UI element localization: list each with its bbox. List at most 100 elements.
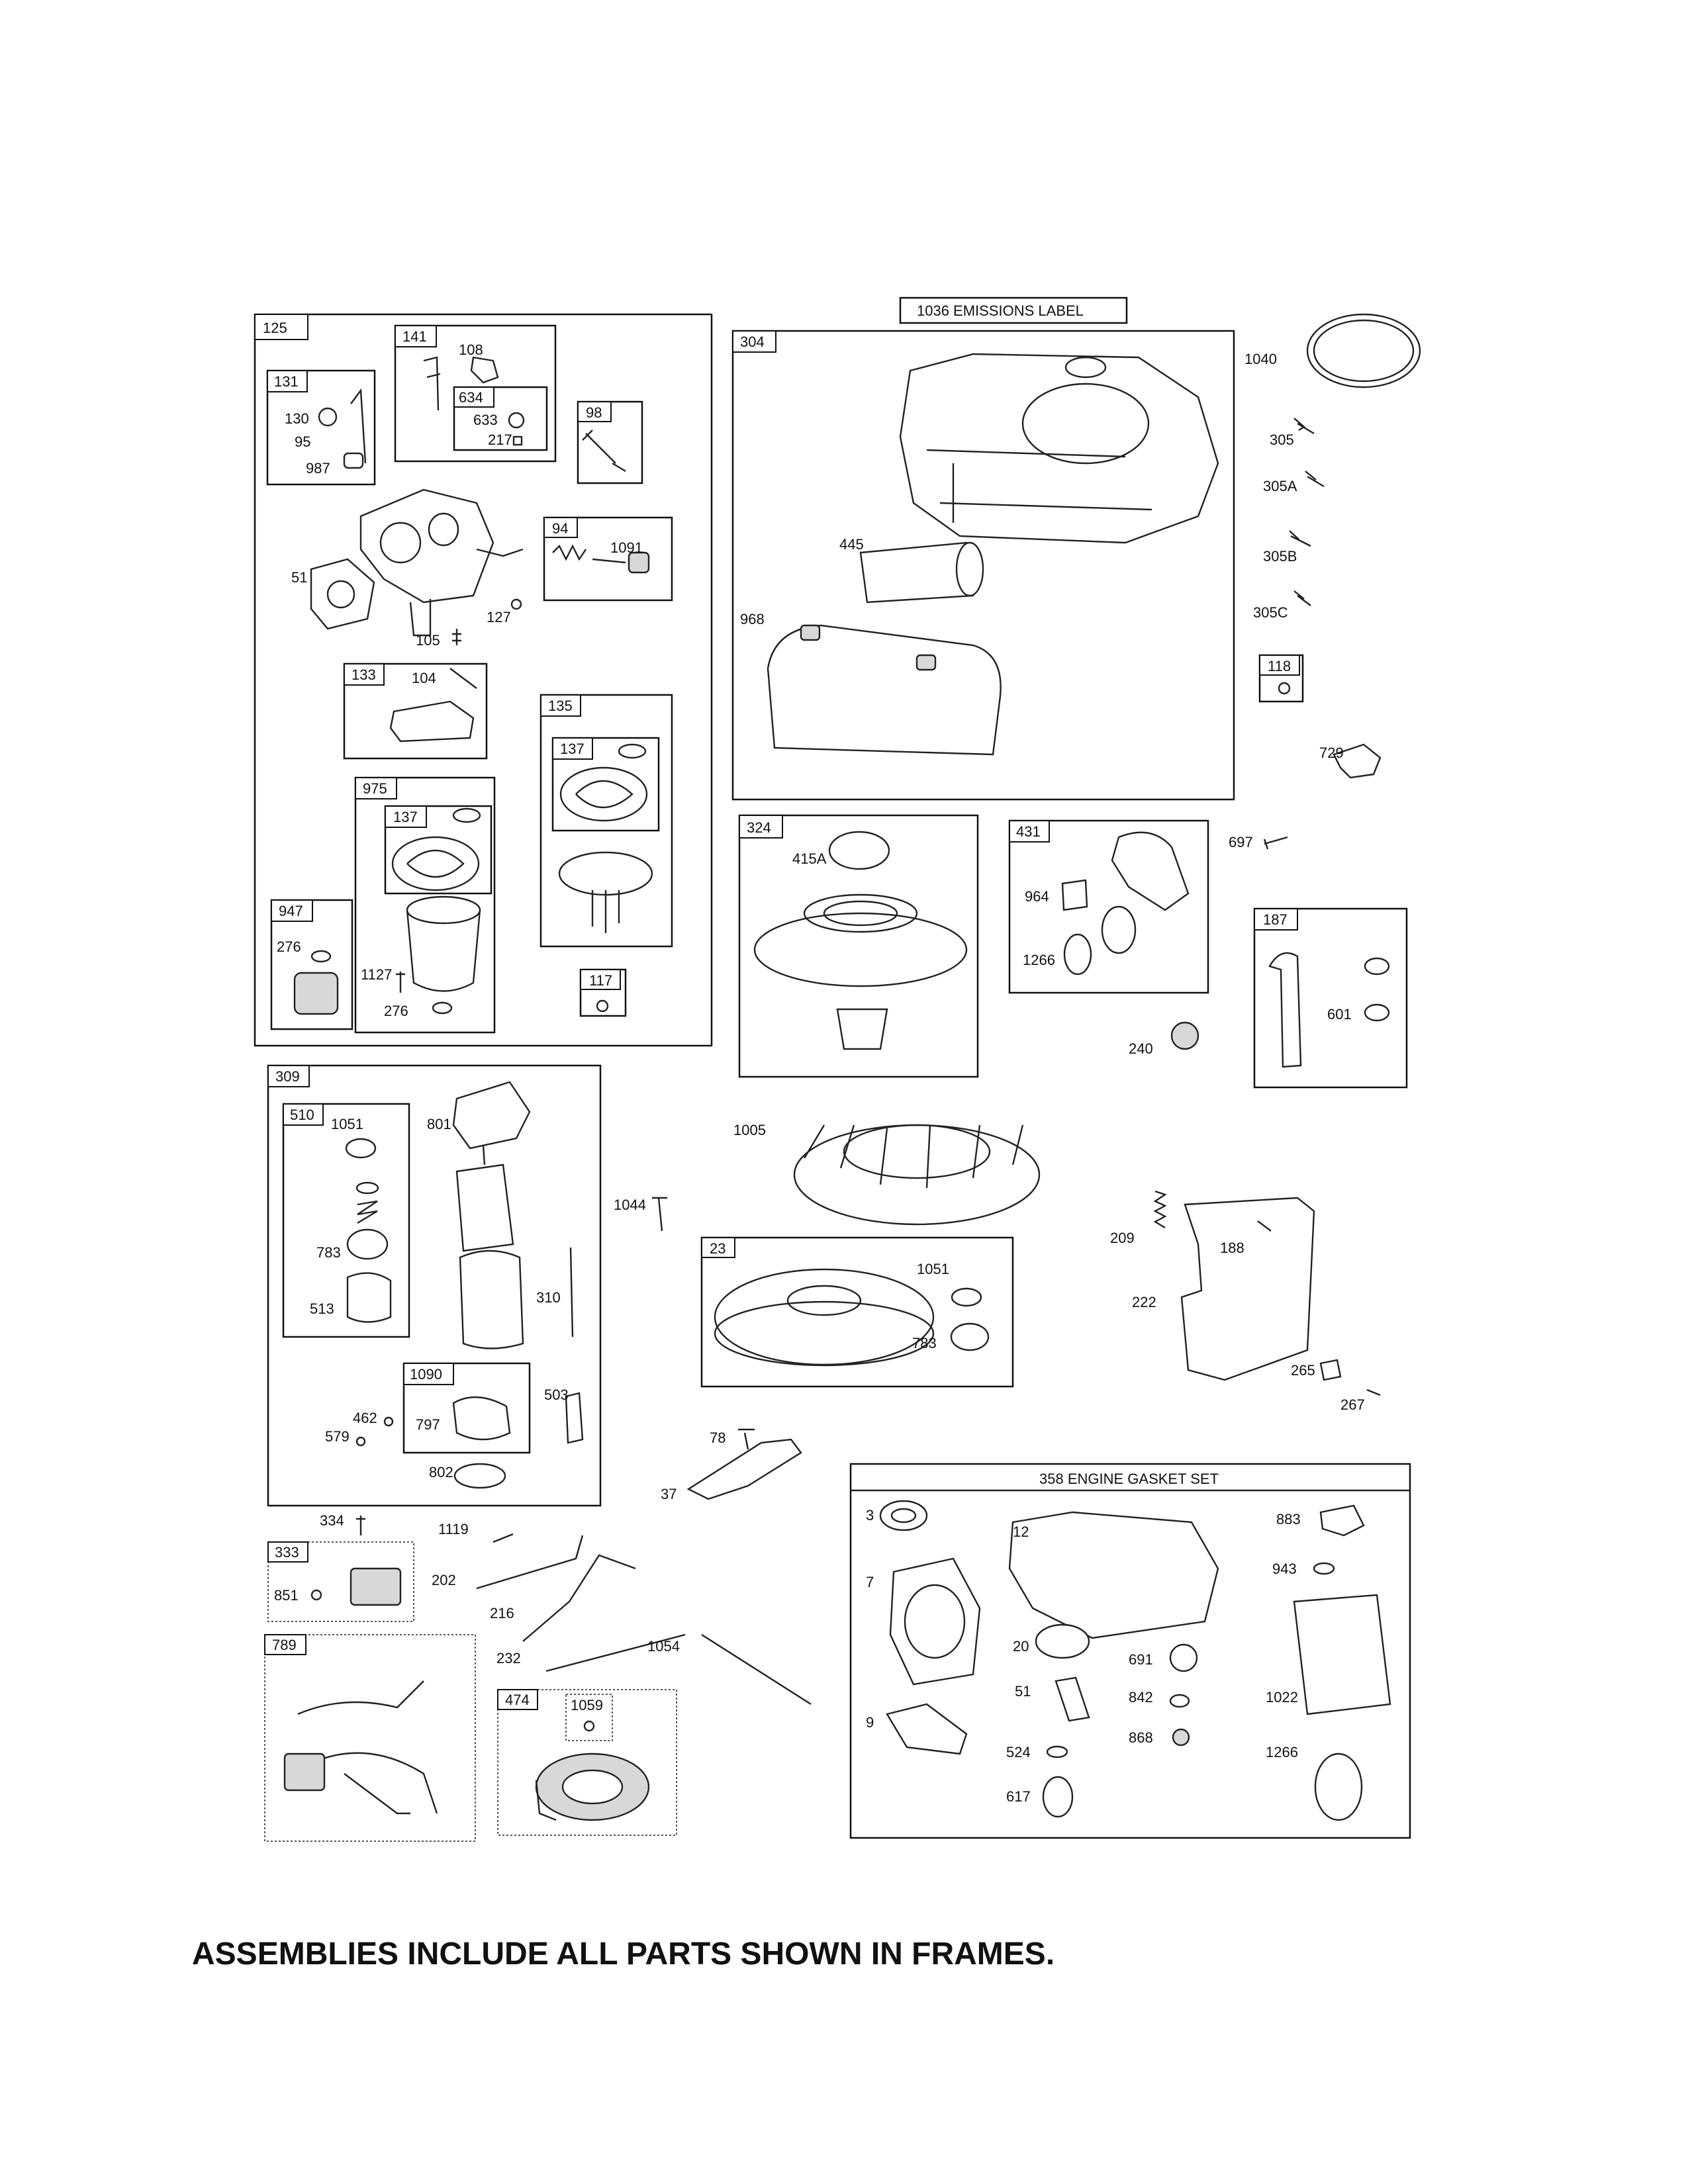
label-601: 601	[1327, 1006, 1352, 1023]
label-691: 691	[1129, 1651, 1153, 1668]
part-431-breather	[1111, 831, 1190, 911]
part-12-crankcase-gasket	[1008, 1511, 1219, 1639]
part-20-seal	[1035, 1623, 1090, 1659]
part-1051b	[951, 1287, 982, 1307]
part-968-cover	[767, 624, 1002, 756]
frame-187-label: 187	[1263, 911, 1288, 928]
frame-947-label: 947	[279, 903, 303, 919]
frame-133-label: 133	[352, 666, 376, 683]
footer-note: ASSEMBLIES INCLUDE ALL PARTS SHOWN IN FR…	[192, 1936, 1055, 1972]
part-105	[452, 629, 461, 645]
part-232	[545, 1633, 686, 1672]
frame-94-label: 94	[552, 520, 568, 537]
label-579: 579	[325, 1428, 350, 1445]
frame-510-label: 510	[290, 1107, 314, 1123]
part-334	[356, 1516, 365, 1535]
label-1022: 1022	[1266, 1689, 1298, 1706]
part-141-lever	[423, 356, 441, 411]
part-851	[310, 1589, 322, 1601]
label-797: 797	[416, 1416, 440, 1433]
label-943: 943	[1272, 1561, 1297, 1577]
label-697: 697	[1229, 834, 1253, 850]
label-801: 801	[427, 1116, 451, 1132]
part-130	[318, 407, 338, 427]
frame-634-label: 634	[459, 389, 483, 406]
part-117	[596, 999, 609, 1013]
frame-23	[700, 1236, 1014, 1388]
part-78	[738, 1428, 755, 1450]
label-1266b: 1266	[1266, 1744, 1298, 1760]
part-1119	[492, 1533, 514, 1543]
frame-333-label: 333	[275, 1544, 299, 1561]
label-1040: 1040	[1244, 351, 1277, 367]
frame-23-label: 23	[710, 1240, 726, 1257]
part-415A	[828, 831, 890, 870]
label-51: 51	[291, 569, 307, 586]
label-851: 851	[274, 1587, 299, 1604]
frame-789	[264, 1634, 476, 1842]
starter-armature	[455, 1163, 514, 1252]
label-108: 108	[459, 341, 483, 358]
frame-1036	[899, 296, 1128, 324]
label-305B: 305B	[1263, 548, 1297, 565]
part-513	[346, 1272, 392, 1323]
part-305C	[1293, 590, 1311, 606]
part-947-solenoid	[293, 972, 339, 1015]
label-240: 240	[1129, 1040, 1153, 1057]
frame-1059	[565, 1694, 613, 1741]
label-276b: 276	[384, 1003, 408, 1019]
carburetor-body	[359, 488, 494, 604]
label-462: 462	[353, 1410, 377, 1426]
label-217: 217	[488, 432, 512, 448]
frame-137a	[551, 737, 660, 832]
part-37	[686, 1438, 802, 1500]
part-276a	[310, 950, 332, 963]
label-216: 216	[490, 1605, 514, 1621]
label-1091: 1091	[610, 539, 643, 556]
part-1091	[628, 551, 650, 574]
frame-431	[1008, 819, 1209, 994]
label-524: 524	[1006, 1744, 1031, 1760]
part-310	[569, 1247, 574, 1338]
part-1044	[652, 1197, 667, 1232]
label-9: 9	[866, 1714, 874, 1731]
label-1054: 1054	[647, 1638, 680, 1655]
label-12: 12	[1013, 1524, 1029, 1540]
frame-975	[354, 776, 496, 1034]
part-1051a	[345, 1138, 377, 1159]
part-265	[1319, 1359, 1342, 1381]
label-305A: 305A	[1263, 478, 1297, 494]
part-729	[1333, 743, 1382, 779]
part-133-float	[389, 700, 475, 743]
label-513: 513	[310, 1300, 334, 1317]
part-51-gasket-b	[1055, 1676, 1090, 1722]
label-3: 3	[866, 1507, 874, 1524]
part-305A	[1305, 471, 1325, 488]
label-7: 7	[866, 1574, 874, 1590]
part-1266-ring	[1063, 933, 1092, 976]
frame-634	[453, 386, 548, 451]
part-797	[452, 1396, 511, 1441]
frame-141-label: 141	[402, 328, 427, 345]
label-987: 987	[306, 460, 330, 477]
label-267: 267	[1340, 1396, 1365, 1413]
frame-309-label: 309	[275, 1068, 300, 1085]
part-23-flywheel	[714, 1268, 935, 1366]
part-883	[1319, 1504, 1365, 1537]
part-267	[1366, 1388, 1381, 1396]
label-310: 310	[536, 1289, 561, 1306]
label-265: 265	[1291, 1362, 1315, 1379]
frame-137a-label: 137	[560, 741, 585, 757]
label-1044: 1044	[614, 1197, 646, 1213]
part-462	[383, 1416, 394, 1427]
part-964	[1061, 879, 1088, 911]
frame-135-label: 135	[548, 698, 573, 714]
frame-1036-label: 1036 EMISSIONS LABEL	[917, 302, 1084, 319]
part-617	[1042, 1776, 1074, 1818]
frame-1090-label: 1090	[410, 1366, 442, 1383]
label-1051b: 1051	[917, 1261, 949, 1277]
label-202: 202	[432, 1572, 456, 1588]
frame-131	[266, 369, 376, 486]
frame-98-label: 98	[586, 404, 602, 421]
